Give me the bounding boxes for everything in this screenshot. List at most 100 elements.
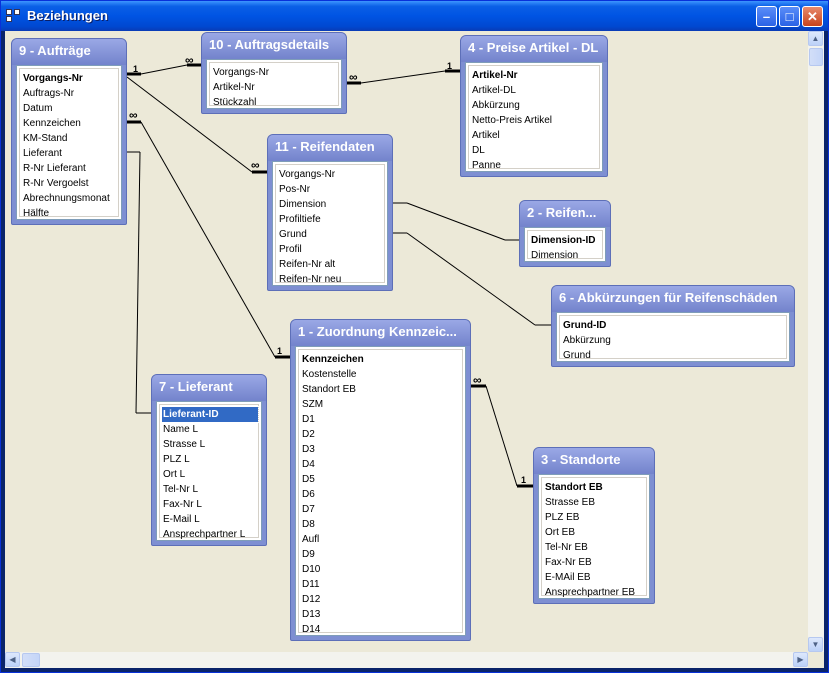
close-button[interactable]: ✕ [802,6,823,27]
field-item[interactable]: Abkürzung [472,100,520,111]
field-item[interactable]: Dimension-ID [531,235,596,246]
field-item[interactable]: Ort L [163,469,186,480]
field-item[interactable]: Dimension [279,199,327,210]
table-title[interactable]: 1 - Zuordnung Kennzeic... [291,320,470,346]
field-item[interactable]: D12 [302,594,321,605]
table-preise-artikel[interactable]: 4 - Preise Artikel - DL Artikel-Nr Artik… [460,35,608,177]
field-item[interactable]: Panne [472,160,501,171]
relationship-auftraege-reifendaten[interactable] [126,76,267,174]
field-item[interactable]: Standort EB [302,384,356,395]
field-item[interactable]: Grund [279,229,307,240]
field-item[interactable]: Tel-Nr EB [545,542,588,553]
vertical-scroll-thumb[interactable] [809,48,823,66]
field-item[interactable]: D11 [302,579,320,590]
table-lieferant[interactable]: 7 - Lieferant Lieferant-ID Name L Strass… [151,374,267,546]
field-item[interactable]: Strasse EB [545,497,596,508]
table-title[interactable]: 9 - Aufträge [12,39,126,65]
field-item[interactable]: D10 [302,564,321,575]
table-auftragsdetails[interactable]: 10 - Auftragsdetails Vorgangs-Nr Artikel… [201,32,347,114]
table-standorte[interactable]: 3 - Standorte Standort EB Strasse EB PLZ… [533,447,655,604]
field-item[interactable]: Artikel-DL [472,85,516,96]
arrow-right-icon[interactable]: ▶ [793,652,808,667]
field-item[interactable]: D14 [302,624,321,635]
field-item[interactable]: Standort EB [545,482,603,493]
field-item[interactable]: DL [472,145,485,156]
relationship-auftraege-zuordnung[interactable] [127,120,290,359]
field-item[interactable]: Ansprechpartner EB [545,587,636,598]
field-item[interactable]: Abkürzung [563,335,611,346]
table-title[interactable]: 11 - Reifendaten [268,135,392,161]
relationship-reifendaten-abkuerzungen[interactable] [393,232,551,326]
field-item[interactable]: Hälfte [23,208,50,219]
field-item[interactable]: PLZ EB [545,512,580,523]
field-item[interactable]: Artikel-Nr [213,82,255,93]
minimize-button[interactable]: – [756,6,777,27]
field-item[interactable]: D13 [302,609,321,620]
relationships-icon[interactable] [6,9,22,23]
table-reifen[interactable]: 2 - Reifen... Dimension-ID Dimension [519,200,611,267]
field-item[interactable]: D3 [302,444,315,455]
field-item[interactable]: KM-Stand [23,133,68,144]
field-item[interactable]: Profil [279,244,302,255]
relationship-reifendaten-reifen[interactable] [393,202,519,241]
field-item[interactable]: Kostenstelle [302,369,357,380]
field-item[interactable]: Grund-ID [563,320,607,331]
field-item[interactable]: Ort EB [545,527,576,538]
field-item[interactable]: Netto-Preis Artikel [472,115,553,126]
field-item[interactable]: Strasse L [163,439,206,450]
field-item[interactable]: D8 [302,519,315,530]
field-item[interactable]: D9 [302,549,315,560]
field-item[interactable]: Vorgangs-Nr [213,67,270,78]
field-item[interactable]: Kennzeichen [23,118,81,129]
field-item[interactable]: Auftrags-Nr [23,88,75,99]
arrow-left-icon[interactable]: ◀ [5,652,20,667]
field-item[interactable]: Vorgangs-Nr [279,169,336,180]
field-item[interactable]: D5 [302,474,315,485]
relationship-auftragsdetails-preise[interactable] [347,69,460,85]
field-item[interactable]: D1 [302,414,315,425]
table-zuordnung-kennzeichen[interactable]: 1 - Zuordnung Kennzeic... Kennzeichen Ko… [290,319,471,641]
field-item[interactable]: Kennzeichen [302,354,364,365]
field-item[interactable]: Tel-Nr L [163,484,199,495]
field-item[interactable]: D6 [302,489,315,500]
field-item[interactable]: Abrechnungsmonat [23,193,110,204]
table-title[interactable]: 6 - Abkürzungen für Reifenschäden [552,286,794,312]
relationship-auftraege-lieferant[interactable] [127,151,151,414]
field-item[interactable]: Aufl [302,534,320,545]
field-item[interactable]: Artikel [472,130,500,141]
field-item[interactable]: Reifen-Nr alt [279,259,336,270]
field-item[interactable]: D2 [302,429,315,440]
field-item[interactable]: Datum [23,103,53,114]
field-item-selected[interactable]: Lieferant-ID [161,406,259,423]
field-item[interactable]: Lieferant [23,148,62,159]
field-item[interactable]: D4 [302,459,315,470]
table-title[interactable]: 3 - Standorte [534,448,654,474]
field-item[interactable]: Profiltiefe [279,214,321,225]
field-item[interactable]: Grund [563,350,591,361]
field-item[interactable]: SZM [302,399,324,410]
relationship-zuordnung-standorte[interactable] [471,384,533,488]
table-reifendaten[interactable]: 11 - Reifendaten Vorgangs-Nr Pos-Nr Dime… [267,134,393,291]
table-title[interactable]: 4 - Preise Artikel - DL [461,36,607,62]
field-item[interactable]: Fax-Nr EB [545,557,592,568]
arrow-down-icon[interactable]: ▼ [808,637,823,652]
arrow-up-icon[interactable]: ▲ [808,31,823,46]
field-item[interactable]: Stückzahl [213,97,257,108]
table-title[interactable]: 10 - Auftragsdetails [202,33,346,59]
field-item[interactable]: E-Mail L [163,514,200,525]
field-item[interactable]: R-Nr Lieferant [23,163,86,174]
table-title[interactable]: 7 - Lieferant [152,375,266,401]
title-bar[interactable]: Beziehungen – □ ✕ [1,1,828,31]
table-title[interactable]: 2 - Reifen... [520,201,610,227]
field-item[interactable]: PLZ L [163,454,190,465]
field-item[interactable]: Name L [163,424,199,435]
field-item[interactable]: Fax-Nr L [163,499,202,510]
field-item[interactable]: Pos-Nr [279,184,311,195]
relationship-canvas[interactable]: 1 ∞ ∞ 1 ∞ ∞ 1 ∞ 1 9 - Aufträge Vorgangs-… [5,31,808,652]
field-item[interactable]: Reifen-Nr neu [279,274,342,285]
field-item[interactable]: Vorgangs-Nr [23,73,83,84]
field-item[interactable]: Artikel-Nr [472,70,518,81]
relationship-auftraege-auftragsdetails[interactable] [127,63,201,76]
horizontal-scrollbar[interactable]: ◀ ▶ [5,652,808,668]
field-item[interactable]: E-MAil EB [545,572,591,583]
